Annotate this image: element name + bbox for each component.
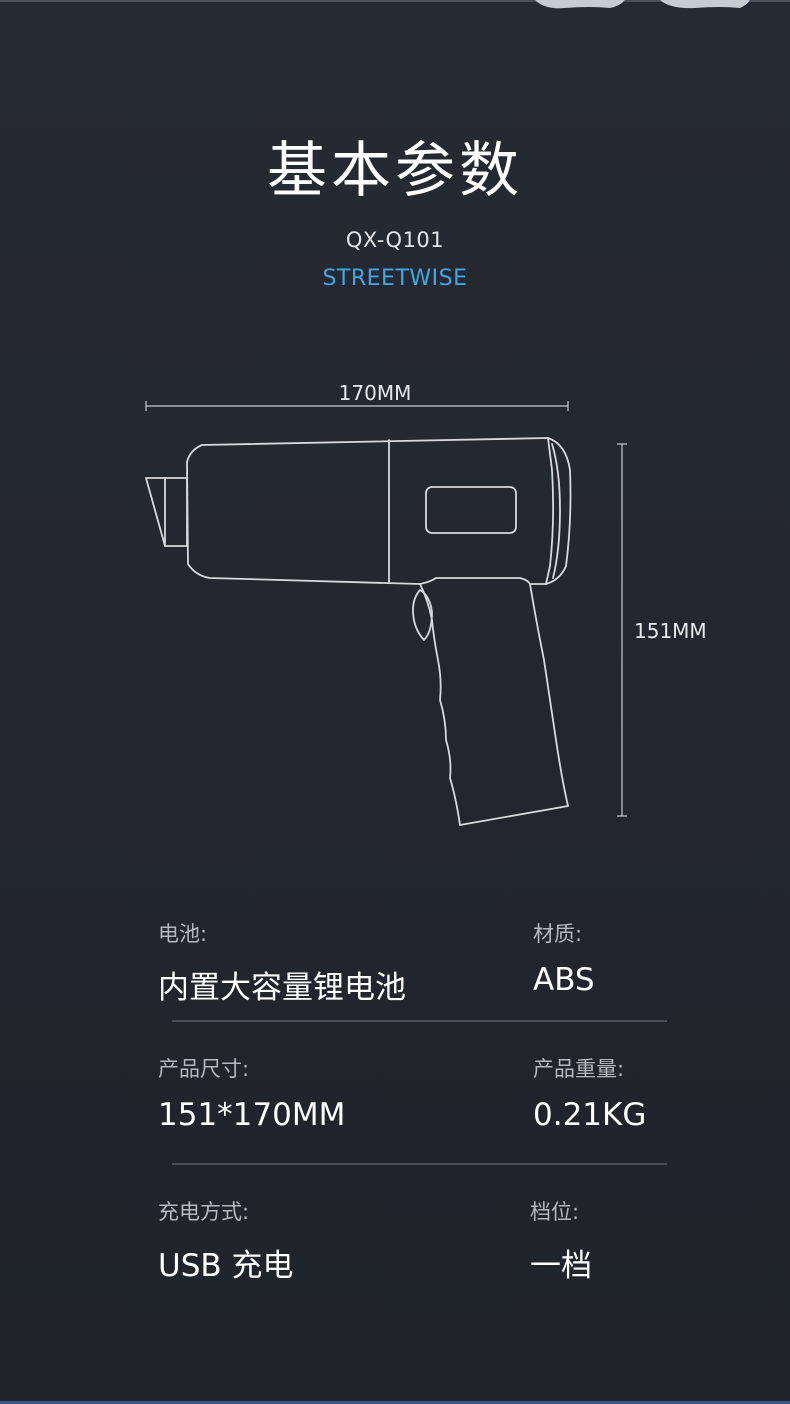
spec-divider [172,1163,667,1165]
spec-gear: 档位: 一档 [530,1196,592,1285]
spec-material-value: ABS [533,962,595,998]
brand-name: STREETWISE [322,266,468,291]
product-outline [145,437,572,826]
spec-size-label: 产品尺寸: [158,1057,250,1081]
top-decorative-shapes [535,0,750,9]
spec-material-label: 材质: [533,922,583,946]
spec-charging-value: USB 充电 [158,1248,294,1284]
width-dimension-label: 170MM [338,381,412,405]
width-dimension-line [145,401,569,411]
height-dimension-label: 151MM [634,619,707,643]
spec-battery: 电池: 内置大容量锂电池 [158,918,406,1007]
spec-charging-label: 充电方式: [158,1200,250,1224]
spec-divider [172,1020,667,1022]
model-number: QX-Q101 [345,228,445,252]
height-dimension-line [617,443,627,817]
spec-size: 产品尺寸: 151*170MM [158,1053,345,1133]
spec-battery-value: 内置大容量锂电池 [158,970,406,1006]
spec-battery-label: 电池: [158,922,208,946]
page-title: 基本参数 [267,136,523,206]
spec-material: 材质: ABS [533,918,595,998]
spec-size-value: 151*170MM [158,1097,346,1133]
spec-charging: 充电方式: USB 充电 [158,1196,294,1285]
spec-gear-value: 一档 [530,1248,592,1284]
spec-weight-value: 0.21KG [533,1097,647,1133]
product-line-drawing [145,401,627,826]
bottom-rule [0,1401,790,1404]
spec-gear-label: 档位: [530,1200,580,1224]
spec-weight-label: 产品重量: [533,1057,625,1081]
spec-weight: 产品重量: 0.21KG [533,1053,646,1133]
top-rule [0,0,790,2]
